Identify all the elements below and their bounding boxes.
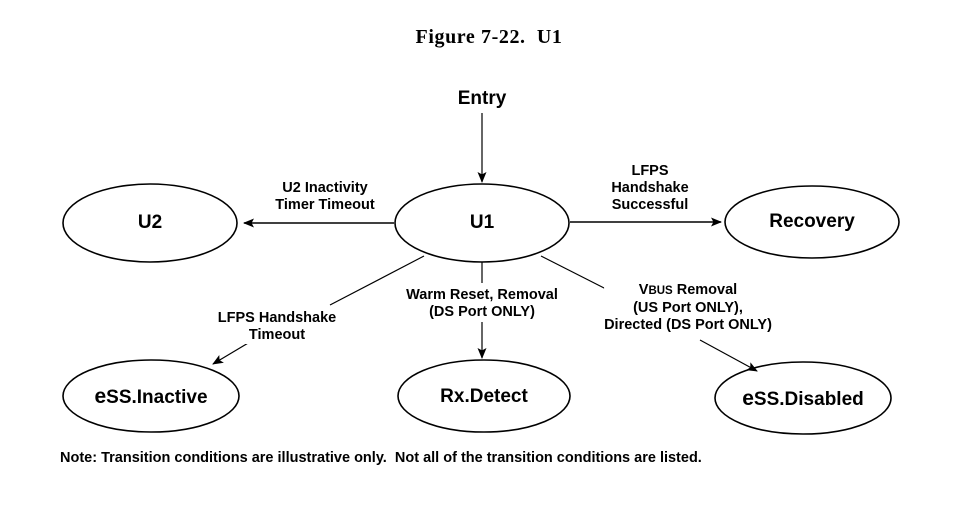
edge-u1-to-ess-disabled-stub	[540, 255, 609, 291]
node-label-ess-inactive: eSS.Inactive	[94, 385, 207, 409]
figure-title: Figure 7-22. U1	[415, 26, 563, 48]
ess-disabled-prefix: e	[742, 387, 754, 410]
node-ess-disabled[interactable]	[714, 361, 892, 435]
ess-inactive-rest: SS.Inactive	[106, 387, 208, 408]
edge-label-line2: (US Port ONLY),	[633, 300, 743, 316]
ess-disabled-rest: SS.Disabled	[753, 389, 864, 410]
vbus-removal-text: Removal	[672, 282, 738, 298]
node-u2[interactable]	[62, 183, 238, 263]
node-ess-inactive[interactable]	[62, 359, 240, 433]
node-label-u1: U1	[469, 212, 495, 233]
entry-label: Entry	[457, 88, 507, 109]
vbus-v: V	[638, 282, 649, 298]
node-label-rx-detect: Rx.Detect	[440, 386, 528, 407]
vbus-subscript: BUS	[648, 285, 673, 297]
ess-inactive-prefix: e	[94, 385, 107, 408]
edge-label-line3: Directed (DS Port ONLY)	[604, 317, 772, 333]
figure-note: Note: Transition conditions are illustra…	[60, 450, 702, 466]
edge-label-u1-to-rx-detect: Warm Reset, Removal (DS Port ONLY)	[406, 287, 558, 321]
edge-u1-to-ess-disabled	[699, 339, 758, 372]
node-label-recovery: Recovery	[769, 211, 855, 232]
edge-label-u1-to-ess-disabled: VBUS Removal (US Port ONLY),Directed (DS …	[604, 282, 772, 334]
edge-label-u1-to-recovery: LFPS Handshake Successful	[611, 163, 689, 214]
node-label-ess-disabled: eSS.Disabled	[742, 387, 864, 411]
edge-u1-to-ess-inactive-stub	[329, 255, 425, 306]
node-rx-detect[interactable]	[397, 359, 571, 433]
edge-label-u1-to-ess-inactive: LFPS Handshake Timeout	[217, 310, 337, 344]
node-recovery[interactable]	[724, 185, 900, 259]
edge-label-u1-to-u2: U2 Inactivity Timer Timeout	[275, 180, 375, 214]
node-label-u2: U2	[137, 212, 163, 233]
